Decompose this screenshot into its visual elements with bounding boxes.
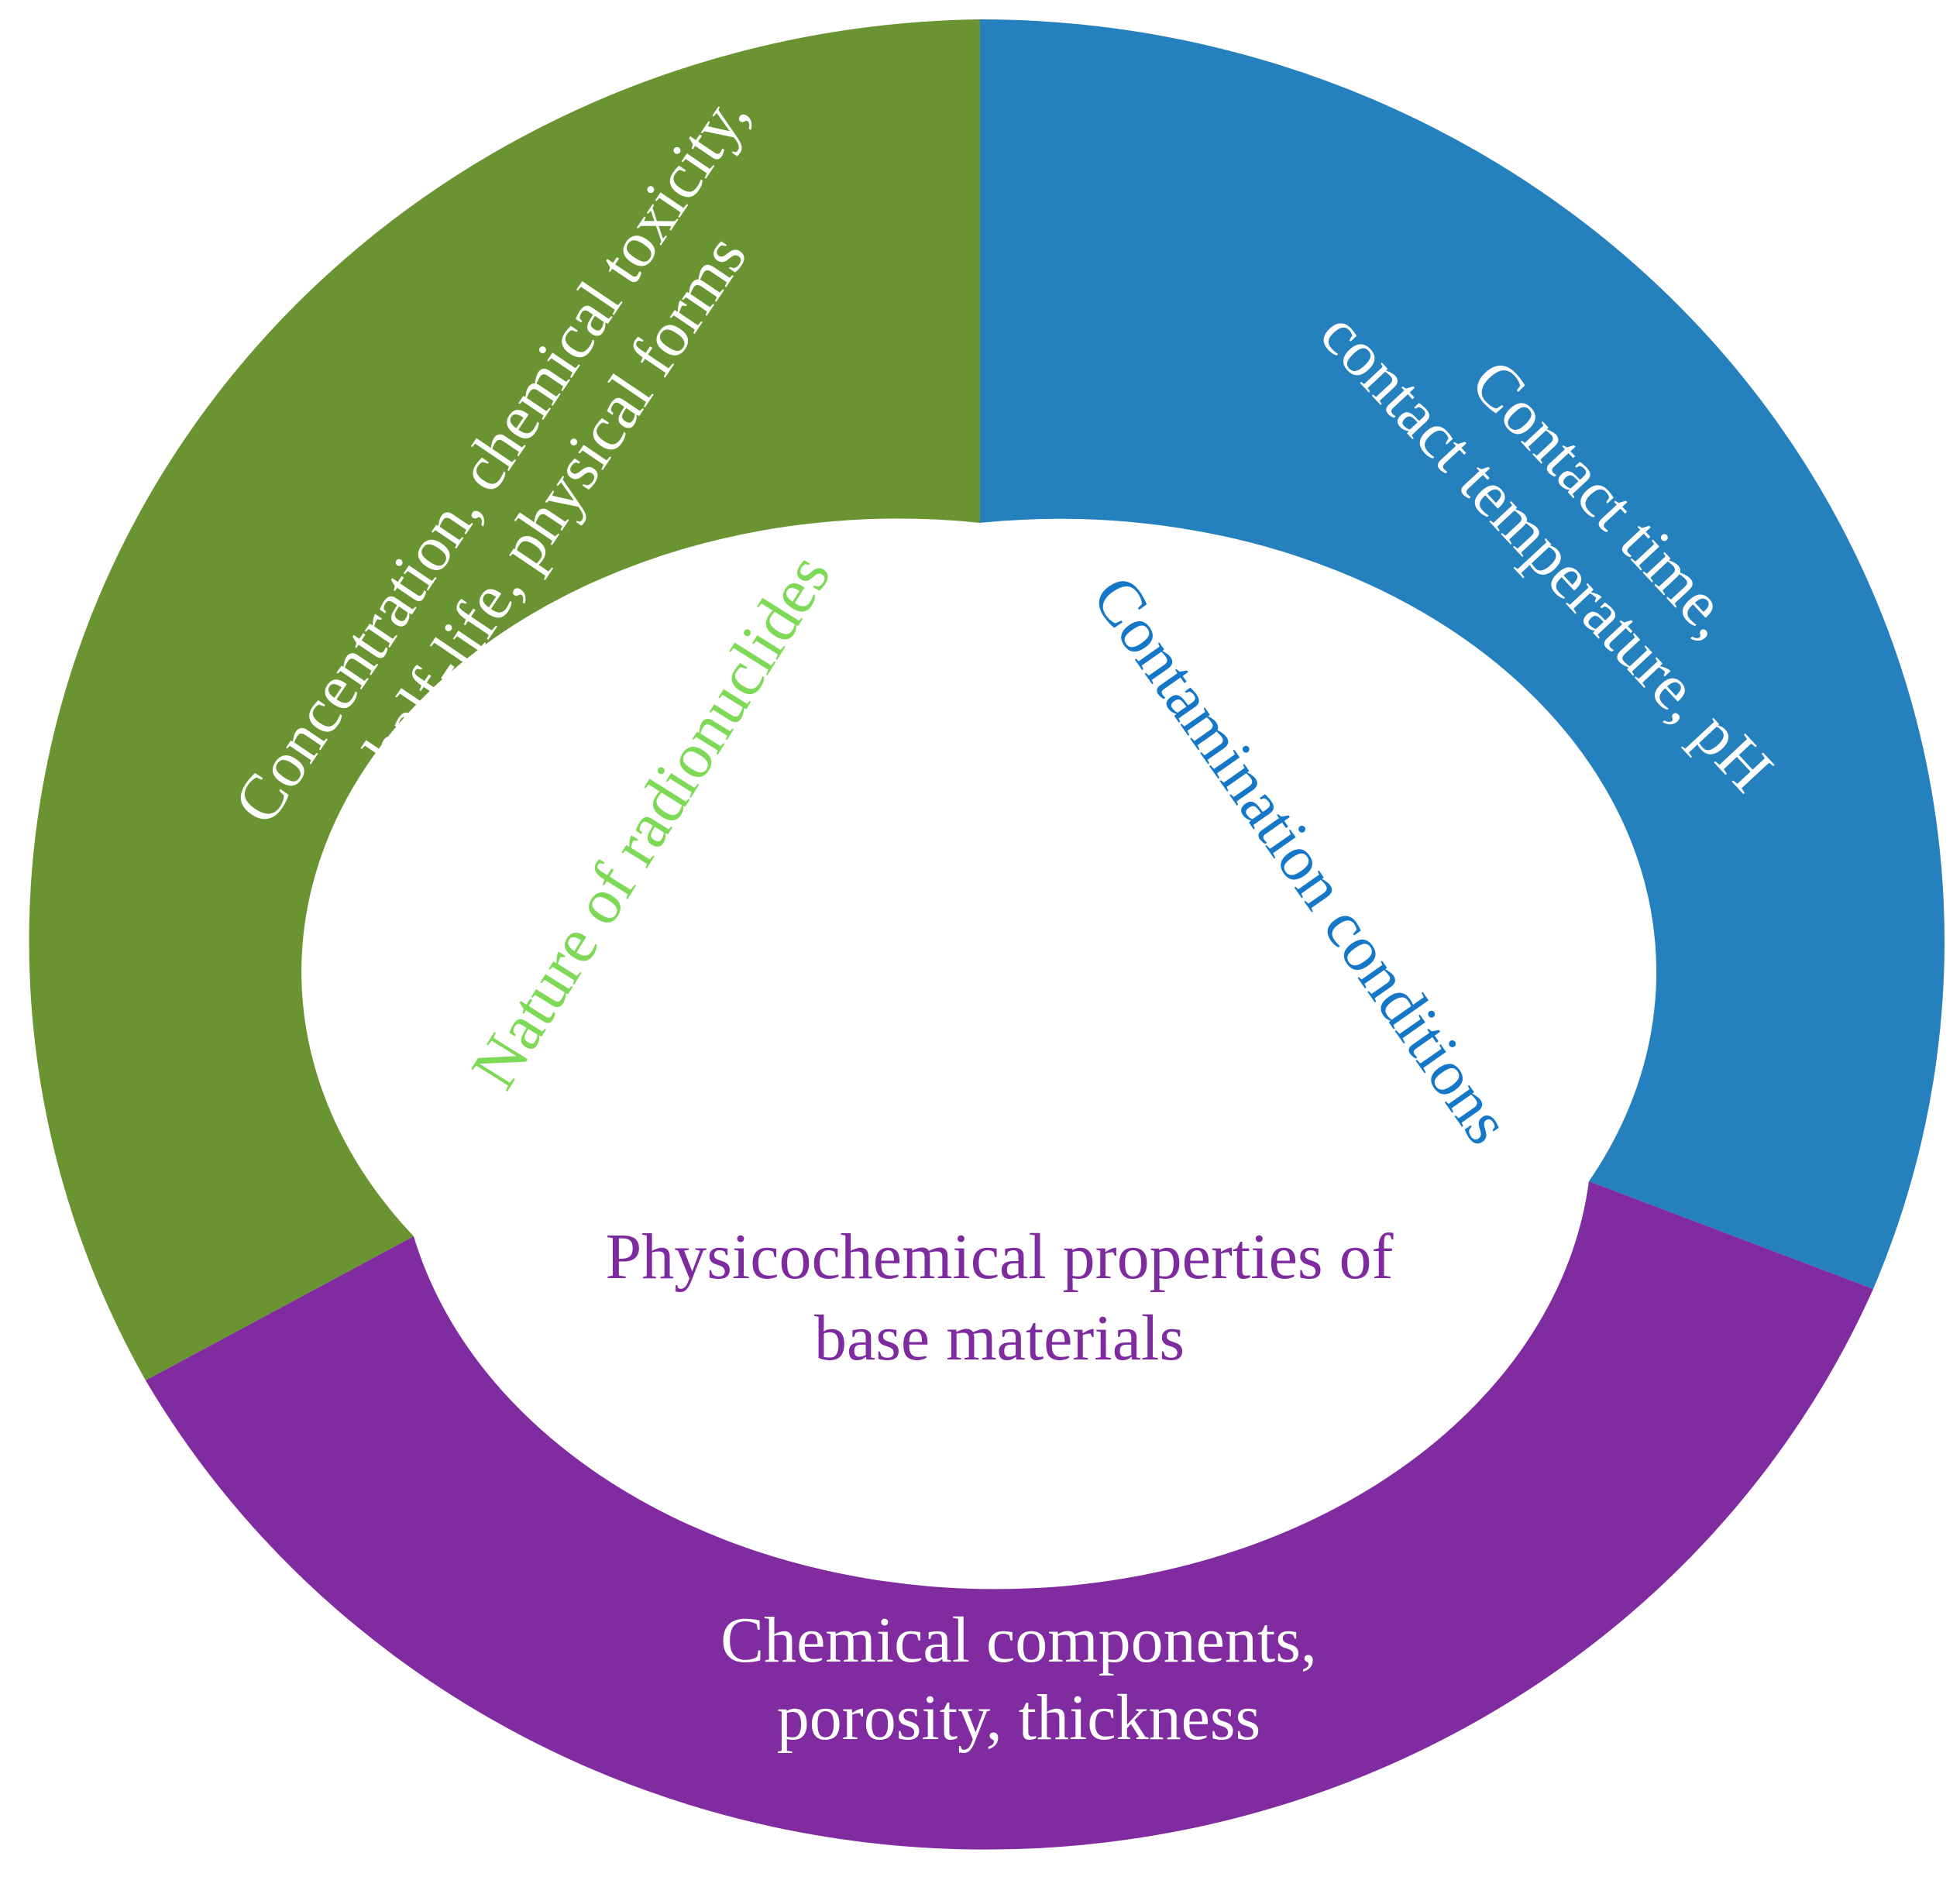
purple-details-line-1: Chemical components, <box>720 1604 1317 1676</box>
purple-segment <box>146 1181 1873 1850</box>
blue-segment <box>980 19 1945 1289</box>
purple-category-line-2: base materials <box>814 1302 1185 1374</box>
purple-category-line-1: Physicochemical properties of <box>605 1221 1393 1293</box>
inner-ellipse <box>383 523 1577 1429</box>
purple-details-line-2: porosity, thickness <box>777 1682 1261 1754</box>
green-segment <box>29 19 981 1380</box>
